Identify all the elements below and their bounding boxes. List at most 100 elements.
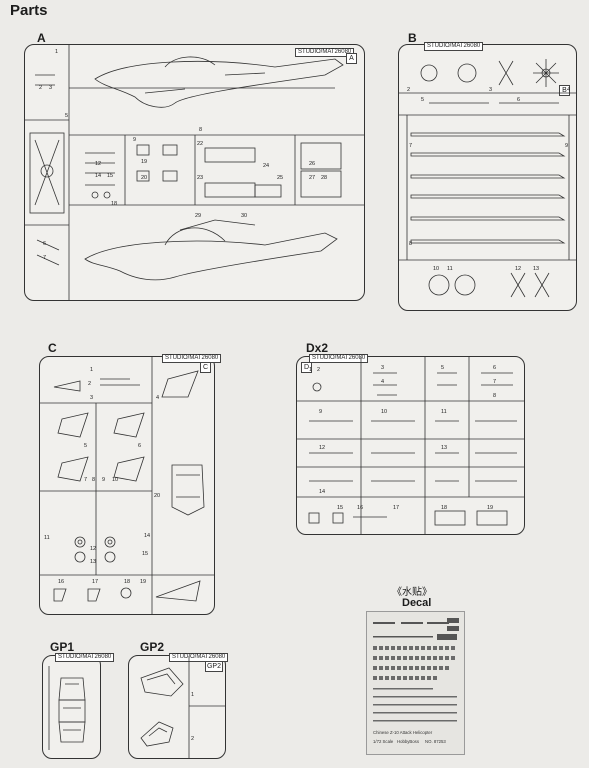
sprue-a-num: 28 (321, 175, 327, 181)
sprue-c-num: 5 (84, 443, 87, 449)
sprue-b-label: B (408, 31, 417, 45)
sprue-c-num: 7 (84, 477, 87, 483)
sprue-b-drawing: 2 3 4 5 6 7 9 8 10 11 12 13 (399, 59, 576, 298)
sprue-a-frame: STUDIO/MAT26080 A (24, 44, 365, 301)
sprue-b-num: 11 (447, 266, 453, 272)
sprue-c-num: 3 (90, 395, 93, 401)
decal-sheet: Chinese Z-10 Attack Helicopter 1/72 Scal… (366, 611, 465, 755)
sprue-a-label: A (37, 31, 46, 45)
sprue-a-num: 18 (111, 201, 117, 207)
sprue-d-num: 4 (381, 379, 384, 385)
sprue-c-label: C (48, 341, 57, 355)
sprue-a-num: 15 (107, 173, 113, 179)
sprue-d-label: Dx2 (306, 341, 329, 355)
sprue-d-num: 12 (319, 445, 325, 451)
sprue-gp2-num: 1 (191, 692, 194, 698)
decal-sheet-drawing (373, 618, 459, 722)
sprue-d-num: 16 (357, 505, 363, 511)
sprue-gp2-label: GP2 (140, 640, 165, 654)
sprue-c-num: 18 (124, 579, 130, 585)
sprue-d-num: 18 (441, 505, 447, 511)
sprue-b-num: 10 (433, 266, 439, 272)
sprue-d-num: 2 (317, 367, 320, 373)
sprue-a-drawing: 2 3 1 5 6 7 8 9 12 14 15 18 19 20 22 23 … (25, 45, 364, 300)
sprue-c-num: 15 (142, 551, 148, 557)
sprue-d-tag: STUDIO/MAT26080 (309, 354, 369, 363)
sprue-a-num: 12 (95, 161, 101, 167)
sprue-a-num: 5 (65, 113, 68, 119)
sprue-a-num: 7 (43, 255, 46, 261)
sprue-b-num: 13 (533, 266, 539, 272)
page-title: Parts (10, 2, 48, 19)
sprue-d-num: 19 (487, 505, 493, 511)
sprue-d-num: 7 (493, 379, 496, 385)
sprue-a-corner-letter: A (346, 53, 357, 64)
sprue-b-num: 4 (567, 87, 570, 93)
sprue-c-num: 1 (90, 367, 93, 373)
sprue-d-num: 10 (381, 409, 387, 415)
sprue-a-num: 23 (197, 175, 203, 181)
sprue-b-num: 2 (407, 87, 410, 93)
sprue-a-num: 6 (43, 241, 46, 247)
sprue-d-num: 15 (337, 505, 343, 511)
decal-title-cn: 《水贴》 (392, 587, 432, 598)
sprue-c-num: 4 (156, 395, 159, 401)
sprue-d-num: 17 (393, 505, 399, 511)
sprue-d-drawing: 1 2 3 4 5 6 7 8 9 10 11 12 13 14 15 16 1… (297, 357, 524, 534)
sprue-c-num: 11 (44, 535, 50, 541)
sprue-b-tag: STUDIO/MAT26080 (424, 42, 484, 51)
sprue-c-corner-letter: C (200, 362, 211, 373)
sprue-b-num: 9 (565, 143, 568, 149)
sprue-a-num: 27 (309, 175, 315, 181)
sprue-c-num: 8 (92, 477, 95, 483)
sprue-gp1-frame: STUDIO/MAT26080 (42, 653, 115, 759)
sprue-c-num: 17 (92, 579, 98, 585)
sprue-c-frame: STUDIO/MAT26080 C 1 2 (39, 354, 222, 615)
sprue-a-num: 25 (277, 175, 283, 181)
sprue-d-num: 11 (441, 409, 447, 415)
sprue-b-num: 12 (515, 266, 521, 272)
sprue-a-num: 8 (199, 127, 202, 133)
sprue-c-drawing: 1 2 3 4 5 6 7 8 9 10 11 12 13 14 15 16 1… (40, 357, 214, 614)
sprue-c-num: 2 (88, 381, 91, 387)
sprue-d-num: 9 (319, 409, 322, 415)
sprue-a-num: 2 (39, 85, 42, 91)
sprue-d-num: 3 (381, 365, 384, 371)
sprue-d-num: 14 (319, 489, 325, 495)
sprue-b-num: 8 (409, 241, 412, 247)
sprue-d-frame: STUDIO/MAT26080 D 1 2 3 (296, 354, 525, 535)
sprue-c-num: 14 (144, 533, 150, 539)
sprue-gp2-tag: STUDIO/MAT26080 (169, 653, 229, 662)
sprue-gp2-frame: STUDIO/MAT26080 GP2 1 2 (128, 653, 229, 759)
sprue-gp2-num: 2 (191, 736, 194, 742)
sprue-a-num: 30 (241, 213, 247, 219)
sprue-c-num: 13 (90, 559, 96, 565)
sprue-a-num: 9 (133, 137, 136, 143)
sprue-b-num: 6 (517, 97, 520, 103)
sprue-a-num: 1 (55, 49, 58, 55)
sprue-a-num: 19 (141, 159, 147, 165)
sprue-a-tag: STUDIO/MAT26080 (295, 48, 355, 57)
decal-sheet-caption: Chinese Z-10 Attack Helicopter (373, 730, 433, 735)
sprue-gp1-label: GP1 (50, 640, 75, 654)
sprue-d-corner-letter: D (301, 362, 312, 373)
sprue-c-num: 10 (112, 477, 118, 483)
sprue-a-num: 3 (49, 85, 52, 91)
sprue-c-num: 19 (140, 579, 146, 585)
sprue-d-num: 5 (441, 365, 444, 371)
sprue-a-num: 20 (141, 175, 147, 181)
sprue-a-num: 14 (95, 173, 101, 179)
sprue-c-num: 6 (138, 443, 141, 449)
decal-sheet-brand: HobbyBoss (397, 739, 419, 744)
sprue-gp2-drawing: 1 2 (140, 656, 225, 758)
sprue-b-num: 5 (421, 97, 424, 103)
sprue-b-num: 3 (489, 87, 492, 93)
sprue-c-num: 20 (154, 493, 160, 499)
sprue-c-num: 12 (90, 546, 96, 552)
sprue-a-num: 26 (309, 161, 315, 167)
sprue-gp1-drawing (48, 666, 86, 750)
sprue-d-num: 13 (441, 445, 447, 451)
sprue-d-num: 6 (493, 365, 496, 371)
decal-title-en: Decal (402, 597, 432, 609)
sprue-a-num: 24 (263, 163, 269, 169)
